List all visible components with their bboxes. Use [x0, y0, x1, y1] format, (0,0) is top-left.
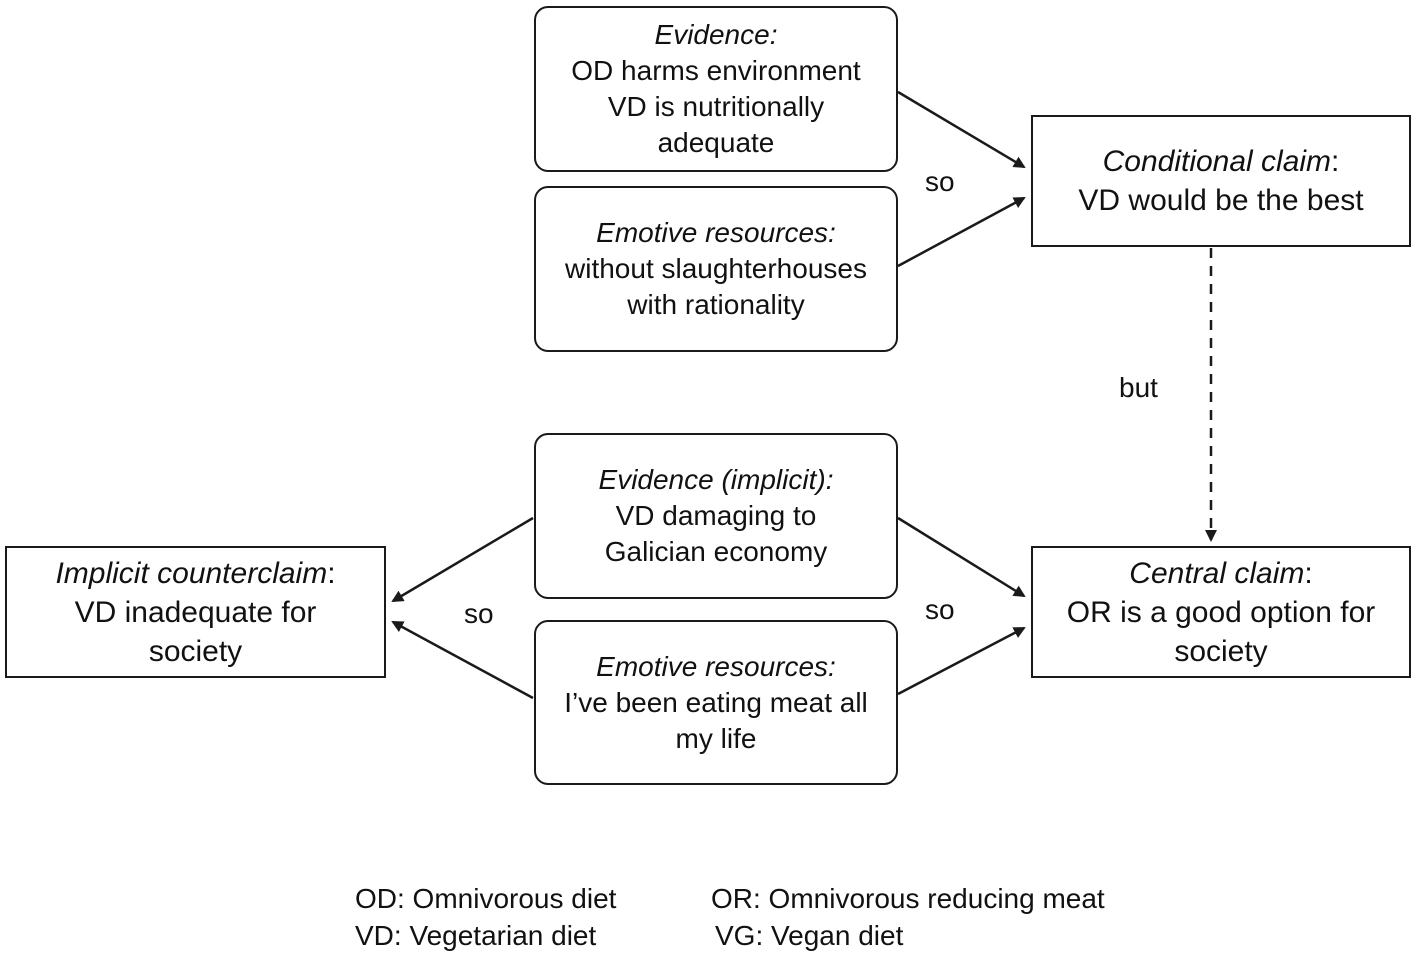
implicit-counterclaim-box: Implicit counterclaim: VD inadequate for…	[5, 546, 386, 678]
conditional-claim-heading-row: Conditional claim:	[1103, 142, 1340, 181]
evidence-implicit-line-2: Galician economy	[604, 536, 828, 567]
legend-or: OR: Omnivorous reducing meat	[711, 883, 1105, 914]
connector-label-but: but	[1119, 372, 1158, 403]
arrow-emotive-bottom-to-counterclaim	[391, 620, 534, 700]
central-claim-heading: Central claim	[1129, 556, 1305, 590]
legend-od: OD: Omnivorous diet	[355, 883, 617, 914]
central-claim-line-2: society	[1174, 634, 1268, 668]
emotive-box-top: Emotive resources: without slaughterhous…	[534, 186, 898, 352]
arrow-emotive-to-conditional	[897, 196, 1026, 268]
central-claim-box: Central claim: OR is a good option for s…	[1031, 546, 1411, 678]
evidence-line-1: OD harms environment	[571, 55, 861, 86]
evidence-implicit-box: Evidence (implicit): VD damaging to Gali…	[534, 433, 898, 599]
emotive-line-1: without slaughterhouses	[565, 253, 867, 284]
evidence-implicit-line-1: VD damaging to	[615, 500, 817, 531]
legend-vg: VG: Vegan diet	[715, 920, 904, 951]
central-claim-line-1: OR is a good option for	[1066, 595, 1376, 629]
implicit-counterclaim-heading: Implicit counterclaim	[55, 556, 328, 590]
emotive-line-2: with rationality	[627, 289, 805, 320]
conditional-claim-colon: :	[1331, 145, 1340, 178]
implicit-counterclaim-line-2: society	[148, 634, 243, 668]
implicit-counterclaim-line-1: VD inadequate for	[74, 595, 317, 629]
conditional-claim-box: Conditional claim: VD would be the best	[1031, 115, 1411, 247]
emotive-box-bottom: Emotive resources: I’ve been eating meat…	[534, 620, 898, 785]
connector-label-so-right: so	[925, 594, 955, 625]
legend-vd: VD: Vegetarian diet	[355, 920, 597, 951]
conditional-claim-line-1: VD would be the best	[1078, 184, 1364, 217]
arrow-evidence-implicit-to-counterclaim	[391, 516, 534, 603]
evidence-line-3: adequate	[657, 127, 775, 158]
emotive-heading: Emotive resources:	[596, 217, 836, 248]
evidence-line-2: VD is nutritionally	[607, 91, 825, 122]
central-claim-heading-row: Central claim:	[1129, 554, 1312, 593]
implicit-counterclaim-heading-row: Implicit counterclaim:	[55, 554, 335, 593]
conditional-claim-heading: Conditional claim	[1102, 145, 1332, 178]
connector-label-so-left: so	[464, 598, 494, 629]
arrow-evidence-implicit-to-central	[897, 516, 1026, 598]
connector-label-so-top: so	[925, 166, 955, 197]
emotive-bottom-line-1: I’ve been eating meat all	[564, 686, 868, 718]
evidence-implicit-heading: Evidence (implicit):	[598, 464, 834, 495]
arrow-emotive-bottom-to-central	[897, 626, 1026, 696]
central-claim-colon: :	[1304, 556, 1313, 590]
emotive-bottom-heading: Emotive resources:	[596, 650, 836, 682]
emotive-bottom-line-2: my life	[675, 722, 757, 754]
evidence-box-top: Evidence: OD harms environment VD is nut…	[534, 6, 898, 172]
implicit-counterclaim-colon: :	[327, 556, 336, 590]
arrow-evidence-to-conditional	[897, 90, 1026, 169]
evidence-heading: Evidence:	[654, 19, 778, 50]
